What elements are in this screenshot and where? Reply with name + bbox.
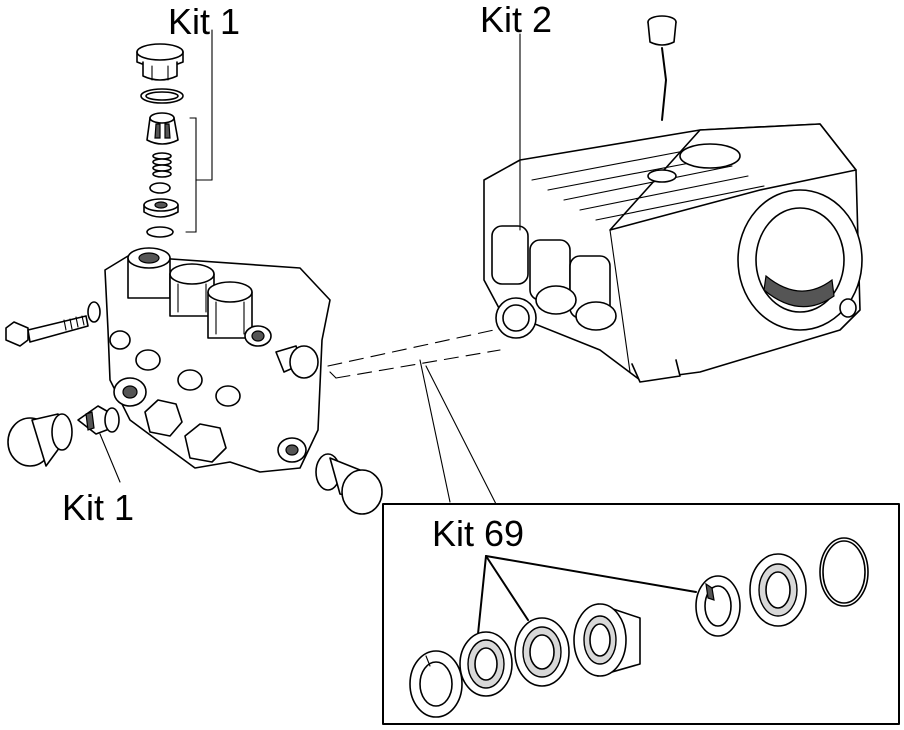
manifold-front-plug-3	[184, 423, 227, 463]
pump-crankcase	[483, 123, 863, 383]
valve-cage	[146, 112, 179, 145]
valve-plate	[149, 182, 171, 194]
label-kit2: Kit 2	[480, 0, 552, 40]
valve-kit-stack	[136, 29, 213, 238]
drain-plug	[7, 413, 73, 467]
valve-seat-o-ring	[146, 226, 174, 238]
kit1-top-bracket-upper	[189, 117, 213, 181]
kit1-bottom-leader	[99, 433, 121, 483]
label-kit1-top: Kit 1	[168, 1, 240, 42]
manifold-front-plug-2	[144, 399, 183, 437]
valve-o-ring-inner	[145, 91, 179, 101]
kit69-bushing	[573, 603, 641, 677]
nozzle-fitting	[77, 405, 120, 435]
manifold-outlet-plug	[315, 453, 383, 515]
valve-seat	[143, 198, 179, 218]
manifold-right-plug	[275, 345, 319, 379]
crankshaft-opening	[737, 189, 863, 331]
kit69-detail-box	[382, 503, 900, 725]
manifold-front-plug-1	[113, 377, 147, 407]
oil-dipstick	[647, 15, 677, 121]
label-kit1-bottom: Kit 1	[62, 487, 134, 528]
piston-guides	[491, 225, 617, 331]
valve-cap-plug	[136, 43, 184, 81]
kit69-split-ring-2	[695, 575, 741, 637]
manifold-port-1	[127, 247, 171, 299]
label-kit69: Kit 69	[432, 513, 524, 554]
valve-spring	[152, 152, 172, 178]
kit69-o-ring	[819, 537, 869, 607]
kit69-seal-1	[459, 631, 513, 697]
kit1-top-bracket-lower	[185, 179, 213, 233]
crankcase-top-port	[679, 143, 741, 169]
kit69-split-ring	[409, 650, 463, 718]
manifold-port-2	[169, 263, 215, 317]
manifold-head	[104, 247, 331, 473]
kit69-seal-2	[514, 617, 570, 687]
manifold-port-3	[207, 281, 253, 339]
manifold-bolt	[5, 301, 101, 347]
kit69-seal-back	[749, 553, 807, 627]
assembly-guide-lines	[327, 329, 501, 505]
